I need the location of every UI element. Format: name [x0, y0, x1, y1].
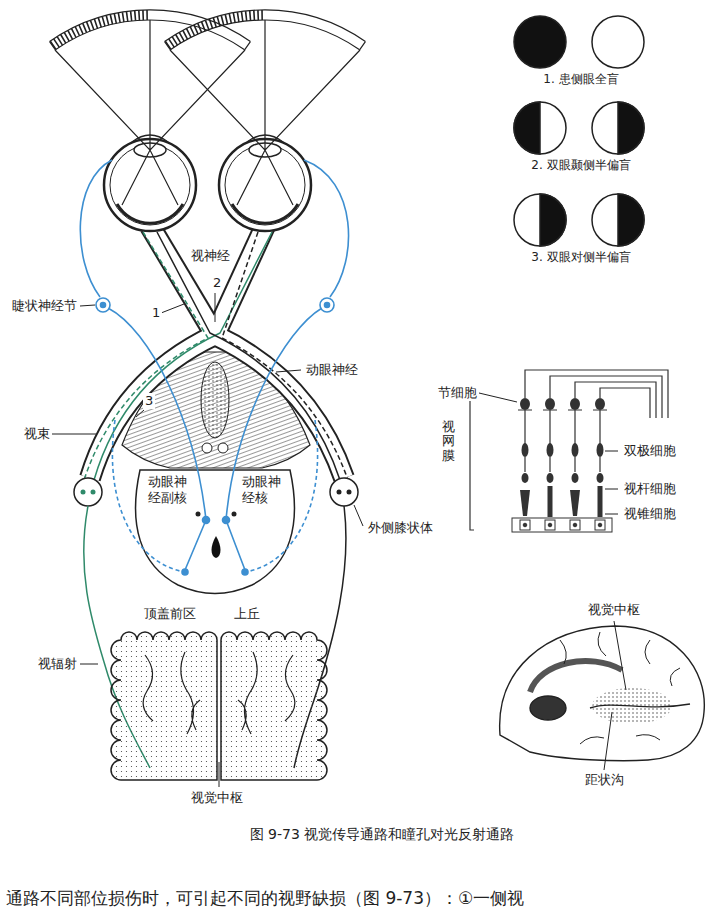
leader-line	[52, 293, 626, 787]
ganglion-label: 睫状神经节	[10, 298, 79, 314]
cortex-label: 视觉中枢	[586, 602, 642, 618]
radiation-label: 视辐射	[36, 656, 79, 672]
optic-nerve-core	[90, 226, 344, 478]
pigment-layer	[512, 518, 612, 532]
cell-label: 视锥细胞	[622, 506, 678, 522]
occipital-cortex	[111, 632, 327, 780]
eyeball	[104, 135, 311, 231]
visual-field-fan	[50, 10, 366, 205]
legend-text: 1. 患侧眼全盲	[509, 72, 653, 86]
nerve-label: 动眼神经	[304, 362, 360, 378]
cell-label: 双极细胞	[622, 443, 678, 459]
field-defect-circles	[514, 16, 644, 246]
retina-cells	[520, 398, 605, 517]
cell-label: 视杆细胞	[622, 481, 678, 497]
optic-nerve-tube	[90, 226, 344, 478]
figure-caption: 图 9-73 视觉传导通路和瞳孔对光反射通路	[180, 826, 584, 843]
structure-label: 上丘	[232, 606, 262, 622]
brain-inset	[500, 626, 705, 761]
midbrain-tectum	[136, 470, 295, 594]
nucleus-label: 动眼神经核	[240, 474, 290, 505]
callout-number: 2	[211, 275, 223, 291]
visual-fibres	[84, 232, 348, 480]
tract-label: 视束	[22, 426, 52, 442]
nerve-label: 视神经	[189, 248, 232, 264]
callout-number: 3	[143, 393, 155, 409]
structure-label: 顶盖前区	[142, 606, 198, 622]
callout-number: 1	[150, 305, 162, 321]
sulcus-label: 距状沟	[583, 772, 626, 788]
layer-label: 视网膜	[442, 420, 455, 463]
lateral-geniculate	[74, 478, 358, 506]
structure-label: 外侧膝状体	[366, 520, 435, 536]
body-text: 通路不同部位损伤时，可引起不同的视野缺损（图 9-73）：①一侧视	[4, 888, 526, 908]
legend-text: 3. 双眼对侧半偏盲	[509, 250, 653, 264]
legend-text: 2. 双眼颞侧半偏盲	[509, 158, 653, 172]
cortex-label: 视觉中枢	[189, 790, 245, 806]
nucleus-label: 动眼神经副核	[146, 474, 196, 505]
cell-label: 节细胞	[436, 385, 479, 401]
